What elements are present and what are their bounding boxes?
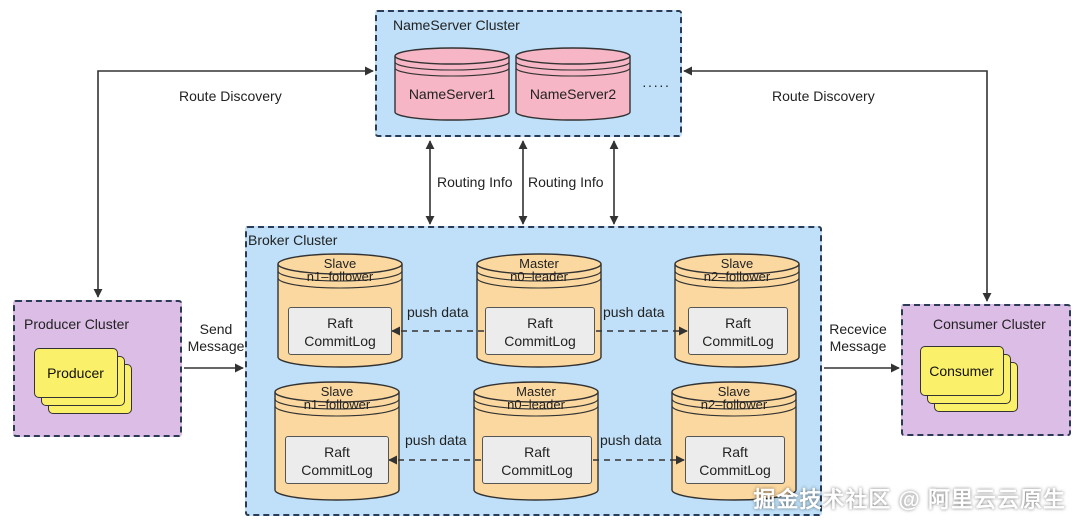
push-data-label-row2-right: push data [600, 432, 662, 448]
route-discovery-right-edge [683, 66, 992, 302]
raft-commitlog-label: Raft CommitLog [301, 443, 373, 479]
route-discovery-right-label: Route Discovery [772, 88, 875, 104]
raft-commitlog-box [485, 307, 595, 355]
push-data-label-row2-left: push data [405, 432, 467, 448]
producer-cluster-title: Producer Cluster [24, 316, 130, 332]
node-title-master-row2: Master n0–leader [507, 385, 565, 411]
raft-label: Raft [527, 315, 553, 331]
node-id: n1–follower [306, 269, 374, 284]
node-role: Master [516, 384, 556, 399]
producer-label: Producer [47, 364, 104, 381]
raft-label: Raft [324, 444, 350, 460]
raft-commitlog-label: Raft CommitLog [504, 314, 576, 350]
node-role: Slave [320, 384, 354, 399]
raft-commitlog-label: Raft CommitLog [304, 314, 376, 350]
raft-label: Raft [524, 444, 550, 460]
raft-commitlog-label: Raft CommitLog [699, 443, 771, 479]
raft-commitlog-box [685, 436, 785, 484]
raft-label: Raft [327, 315, 353, 331]
raft-commitlog-label: Raft CommitLog [702, 314, 774, 350]
node-id: n2–follower [703, 269, 771, 284]
node-title-slave2-row2: Slave n2–follower [701, 385, 768, 411]
raft-commitlog-box [688, 307, 788, 355]
raft-label: Raft [722, 444, 748, 460]
node-title-slave2-row1: Slave n2–follower [704, 257, 771, 283]
raft-commitlog-label: Raft CommitLog [501, 443, 573, 479]
commitlog-label: CommitLog [301, 462, 373, 478]
node-id: n0–leader [507, 397, 565, 412]
consumer-card: Consumer [920, 346, 1004, 396]
node-title-slave1-row1: Slave n1–follower [307, 257, 374, 283]
node-id: n1–follower [303, 397, 371, 412]
raft-commitlog-box [288, 307, 392, 355]
push-data-label-row1-left: push data [407, 304, 469, 320]
nameserver-ellipsis: ····· [642, 77, 671, 93]
node-id: n2–follower [700, 397, 768, 412]
node-role: Slave [323, 256, 357, 271]
route-discovery-left-edge [93, 66, 374, 298]
raft-commitlog-box [482, 436, 592, 484]
node-role: Slave [720, 256, 754, 271]
consumer-label: Consumer [929, 362, 994, 379]
routing-info-label-2: Routing Info [528, 174, 604, 190]
commitlog-label: CommitLog [504, 333, 576, 349]
send-message-label: Send Message [188, 321, 245, 355]
commitlog-label: CommitLog [501, 462, 573, 478]
watermark: 掘金技术社区 @ 阿里云云原生 [753, 487, 1066, 512]
raft-label: Raft [725, 315, 751, 331]
consumer-cluster-title: Consumer Cluster [933, 316, 1046, 332]
node-title-master-row1: Master n0–leader [510, 257, 568, 283]
node-id: n0–leader [510, 269, 568, 284]
receive-message-line-1: Recevice [829, 321, 887, 337]
routing-info-label-1: Routing Info [437, 174, 513, 190]
receive-message-line-2: Message [829, 338, 887, 354]
send-message-line-1: Send [199, 321, 233, 337]
nameserver-1-label: NameServer1 [408, 86, 496, 102]
push-data-label-row1-right: push data [603, 304, 665, 320]
commitlog-label: CommitLog [304, 333, 376, 349]
receive-message-label: Recevice Message [829, 321, 887, 355]
node-role: Slave [717, 384, 751, 399]
nameserver-cylinder-1 [394, 47, 510, 121]
commitlog-label: CommitLog [699, 462, 771, 478]
nameserver-cluster-title: NameServer Cluster [393, 17, 520, 33]
node-role: Master [519, 256, 559, 271]
nameserver-2-label: NameServer2 [529, 86, 617, 102]
route-discovery-left-label: Route Discovery [179, 88, 282, 104]
commitlog-label: CommitLog [702, 333, 774, 349]
nameserver-cylinder-2 [515, 47, 631, 121]
node-title-slave1-row2: Slave n1–follower [304, 385, 371, 411]
raft-commitlog-box [285, 436, 389, 484]
producer-card: Producer [34, 348, 118, 398]
send-message-line-2: Message [187, 338, 245, 354]
